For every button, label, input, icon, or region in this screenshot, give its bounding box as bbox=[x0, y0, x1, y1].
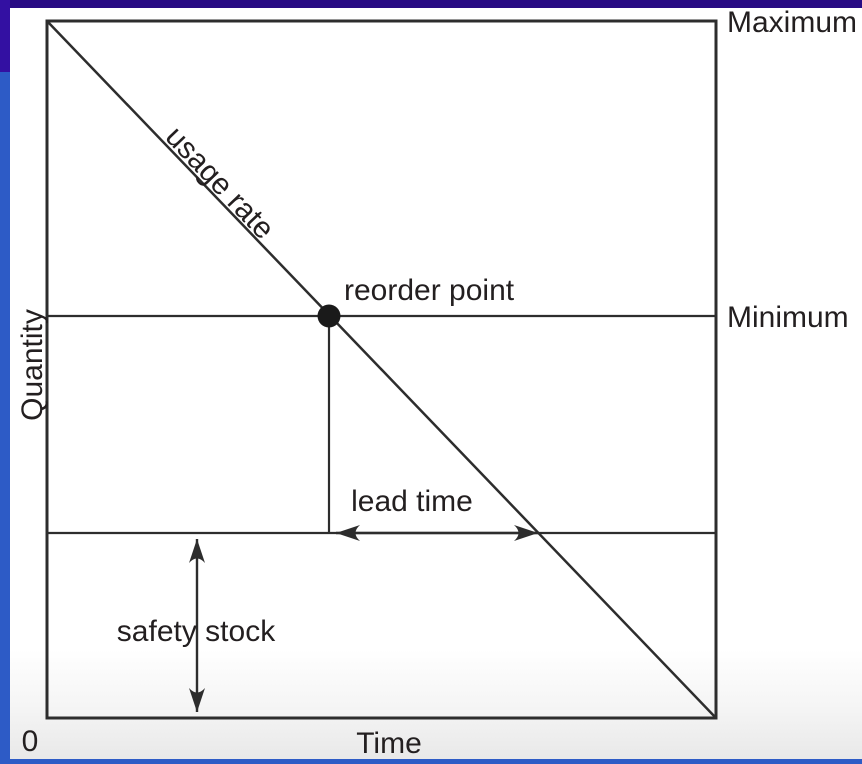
usage-rate-line bbox=[46, 20, 717, 719]
minimum-label: Minimum bbox=[727, 301, 849, 334]
lead-time-label: lead time bbox=[351, 485, 473, 518]
usage-rate-label: usage rate bbox=[159, 120, 281, 246]
bottom-border-bar bbox=[0, 759, 862, 764]
left-border-blue-segment bbox=[0, 72, 10, 764]
left-border-purple-segment bbox=[0, 0, 10, 72]
origin-label: 0 bbox=[22, 725, 39, 758]
y-axis-label: Quantity bbox=[16, 309, 49, 421]
maximum-label: Maximum bbox=[727, 6, 857, 39]
plot-frame bbox=[45, 19, 718, 720]
top-border-bar bbox=[0, 0, 862, 8]
reorder-point-label: reorder point bbox=[344, 274, 515, 307]
x-axis-label: Time bbox=[356, 727, 422, 760]
reorder-point-dot bbox=[317, 304, 341, 328]
safety-stock-label: safety stock bbox=[117, 615, 276, 648]
